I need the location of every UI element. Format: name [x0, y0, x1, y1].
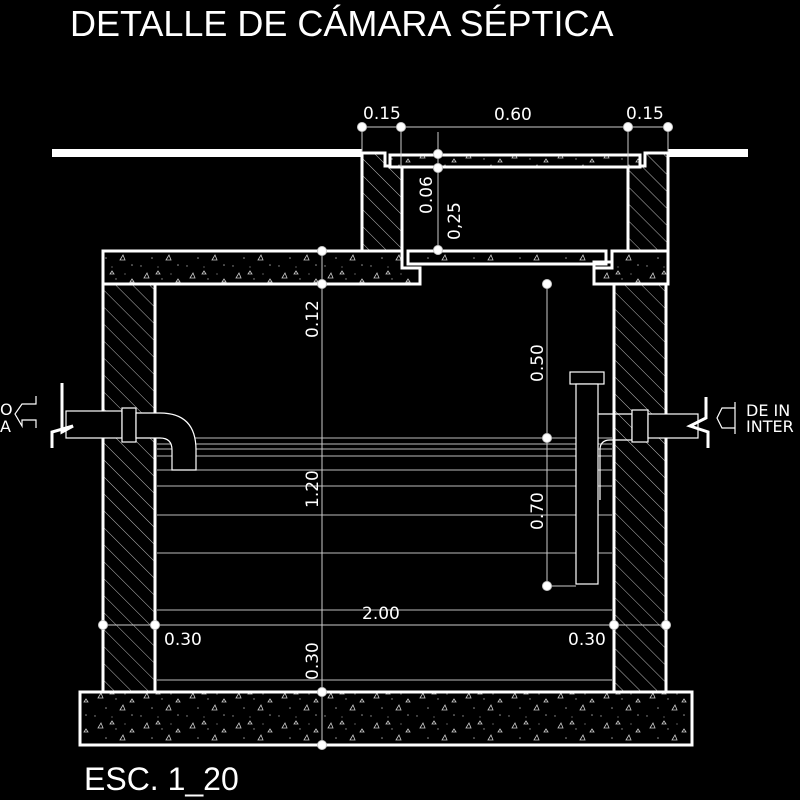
dim-neck-height: 0,25 — [445, 202, 465, 240]
manhole-lid — [388, 153, 642, 169]
left-wall — [101, 282, 157, 694]
ground-line — [52, 149, 748, 157]
dim-base-thickness: 0.30 — [303, 642, 323, 680]
outlet-label-line2: A — [0, 417, 11, 436]
drawing-title: DETALLE DE CÁMARA SÉPTICA — [70, 3, 613, 44]
outlet-arrow-icon — [14, 396, 37, 429]
dim-lid-thickness: 0.06 — [417, 176, 437, 214]
dim-right-wall: 0.30 — [568, 630, 606, 650]
liquid-lines — [157, 437, 612, 681]
dim-top-left-wall: 0.15 — [363, 104, 401, 124]
dim-left-wall: 0.30 — [164, 630, 202, 650]
base-slab — [78, 690, 694, 747]
inlet-label-line1: DE IN — [746, 401, 790, 420]
dim-slab-thickness: 0.12 — [303, 300, 323, 338]
inlet-label-line2: INTER — [746, 417, 794, 436]
outlet-pipe — [50, 383, 197, 471]
right-wall — [612, 282, 668, 694]
outlet-label-line1: O — [0, 400, 13, 419]
inlet-arrow-icon — [716, 402, 736, 434]
dim-inner-width: 2.00 — [362, 604, 400, 624]
dim-top-opening: 0.60 — [494, 105, 532, 125]
dim-tee-lower: 0.70 — [528, 492, 548, 530]
inlet-tee — [569, 371, 710, 585]
dim-liquid-depth: 1.20 — [303, 470, 323, 508]
inner-lid — [406, 249, 608, 266]
dim-tee-upper: 0.50 — [528, 344, 548, 382]
scale-label: ESC. 1_20 — [84, 761, 239, 797]
dimension-lines — [98, 122, 673, 750]
dim-top-right-wall: 0.15 — [626, 104, 664, 124]
